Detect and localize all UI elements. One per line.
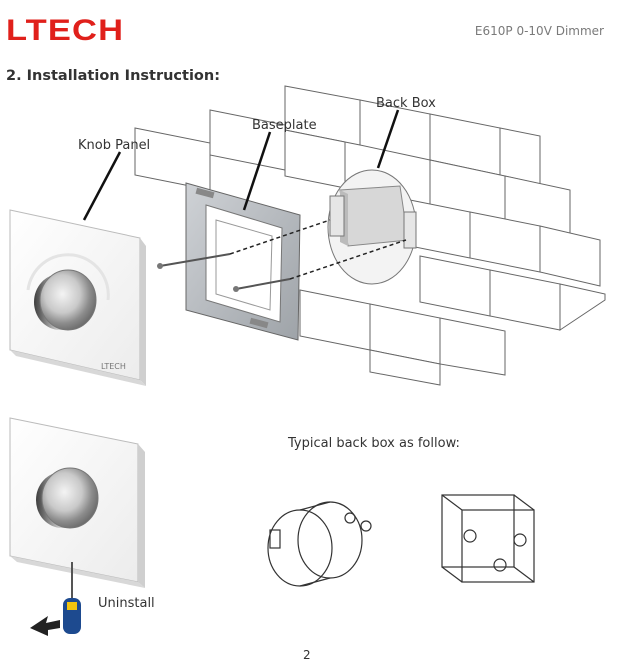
mounting-screws <box>157 219 407 292</box>
round-back-box <box>267 501 372 587</box>
panel-brand-mark: LTECH <box>101 362 126 371</box>
screwdriver <box>63 562 81 634</box>
typical-back-box-caption: Typical back box as follow: <box>288 436 460 451</box>
knob-panel-bottom <box>9 417 145 588</box>
baseplate-leader <box>242 131 272 211</box>
knob-panel-top <box>9 209 146 386</box>
section-title: 2. Installation Instruction: <box>6 68 221 84</box>
uninstall-label: Uninstall <box>98 596 155 611</box>
product-title: E610P 0-10V Dimmer <box>474 24 604 38</box>
back-box-leader <box>376 109 400 169</box>
baseplate <box>185 182 301 341</box>
knob-panel-leader <box>82 151 122 221</box>
back-box <box>327 169 417 285</box>
arrow-icon <box>30 616 60 636</box>
knob-panel-label: Knob Panel <box>78 138 151 153</box>
brand-logo: LTECH <box>6 14 125 47</box>
square-back-box <box>441 494 535 583</box>
back-box-label: Back Box <box>376 96 436 111</box>
baseplate-label: Baseplate <box>252 118 317 133</box>
brick-wall <box>134 85 606 386</box>
page-number: 2 <box>303 648 311 662</box>
